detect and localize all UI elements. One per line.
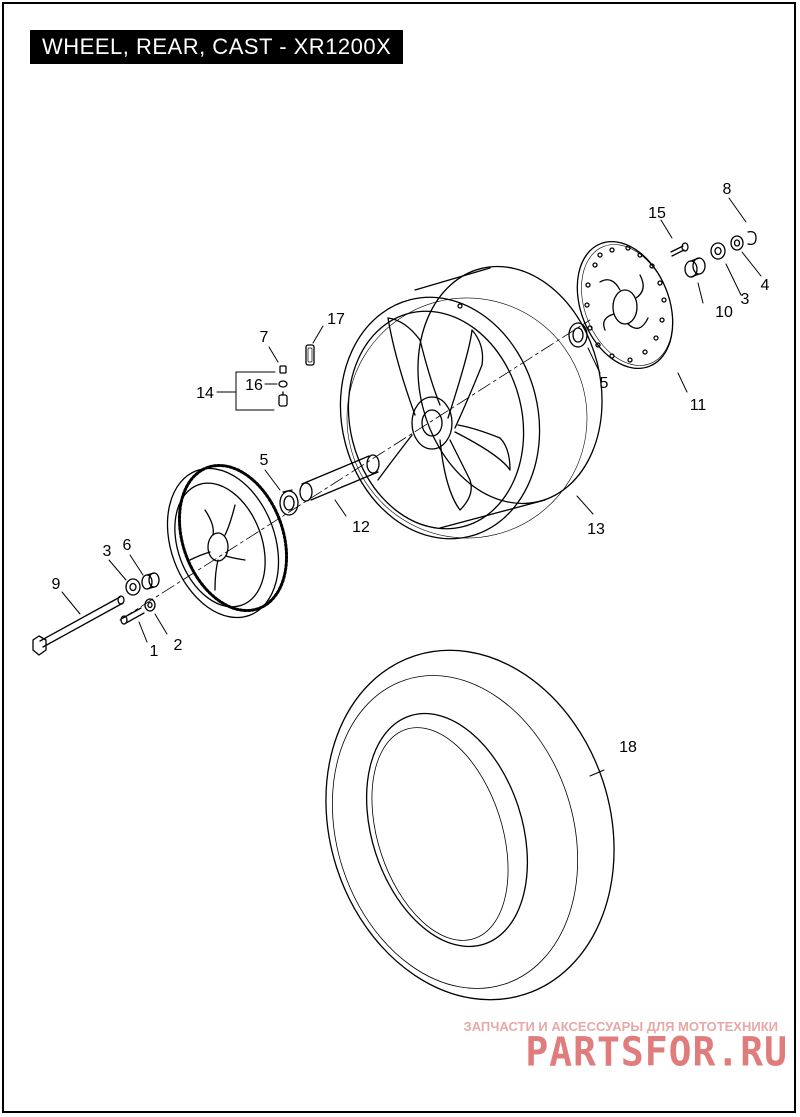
callout-15: 15 bbox=[648, 205, 666, 222]
axle-part-9 bbox=[32, 595, 125, 656]
washer-part-3-left bbox=[125, 578, 141, 596]
callout-10: 10 bbox=[715, 304, 733, 321]
bolt-part-1 bbox=[120, 607, 145, 625]
washer-part-3-right bbox=[710, 242, 726, 260]
watermark-brand: PARTSFOR.RU bbox=[525, 1028, 788, 1076]
bearing-part-5-left bbox=[279, 489, 299, 516]
nut-part-4 bbox=[730, 235, 744, 251]
bearing-part-5-right bbox=[568, 322, 588, 348]
clip-part-8 bbox=[747, 230, 757, 246]
callout-18: 18 bbox=[619, 739, 637, 756]
tire-part-18 bbox=[325, 649, 615, 1001]
callout-12: 12 bbox=[352, 519, 370, 536]
callout-5-right: 5 bbox=[600, 375, 609, 392]
callout-5-left: 5 bbox=[260, 452, 269, 469]
spacer-sleeve-part-12 bbox=[299, 454, 380, 502]
valve-grommet-part-16 bbox=[278, 380, 288, 388]
callout-9: 9 bbox=[52, 576, 61, 593]
spacer-part-6 bbox=[141, 572, 160, 590]
washer-part-2 bbox=[144, 598, 156, 612]
callout-11: 11 bbox=[690, 397, 707, 414]
page-title: WHEEL, REAR, CAST - XR1200X bbox=[30, 30, 404, 64]
leader-lines bbox=[61, 197, 762, 777]
callout-4: 4 bbox=[761, 277, 770, 294]
callout-6: 6 bbox=[123, 537, 132, 554]
callout-16: 16 bbox=[245, 377, 263, 394]
callout-8: 8 bbox=[723, 181, 732, 198]
callout-14: 14 bbox=[196, 385, 214, 402]
weight-part-17 bbox=[305, 344, 315, 366]
callout-17: 17 bbox=[327, 311, 345, 328]
callout-2: 2 bbox=[174, 637, 183, 654]
screw-part-15 bbox=[670, 242, 689, 257]
spacer-part-10 bbox=[684, 257, 706, 278]
sprocket-pulley bbox=[166, 463, 289, 619]
brake-rotor-part-11 bbox=[576, 240, 674, 370]
callout-1: 1 bbox=[150, 643, 159, 660]
valve-stem-part-14 bbox=[278, 391, 288, 407]
cast-wheel-part-13 bbox=[339, 265, 603, 540]
watermark-tagline: ЗАПЧАСТИ И АКСЕССУАРЫ ДЛЯ МОТОТЕХНИКИ bbox=[463, 1019, 778, 1034]
callout-3-right: 3 bbox=[741, 291, 750, 308]
callout-3-left: 3 bbox=[103, 543, 112, 560]
callout-13: 13 bbox=[587, 521, 605, 538]
valve-cap-part-7 bbox=[279, 365, 287, 374]
callout-7: 7 bbox=[260, 329, 269, 346]
axle-center-line bbox=[119, 319, 591, 621]
